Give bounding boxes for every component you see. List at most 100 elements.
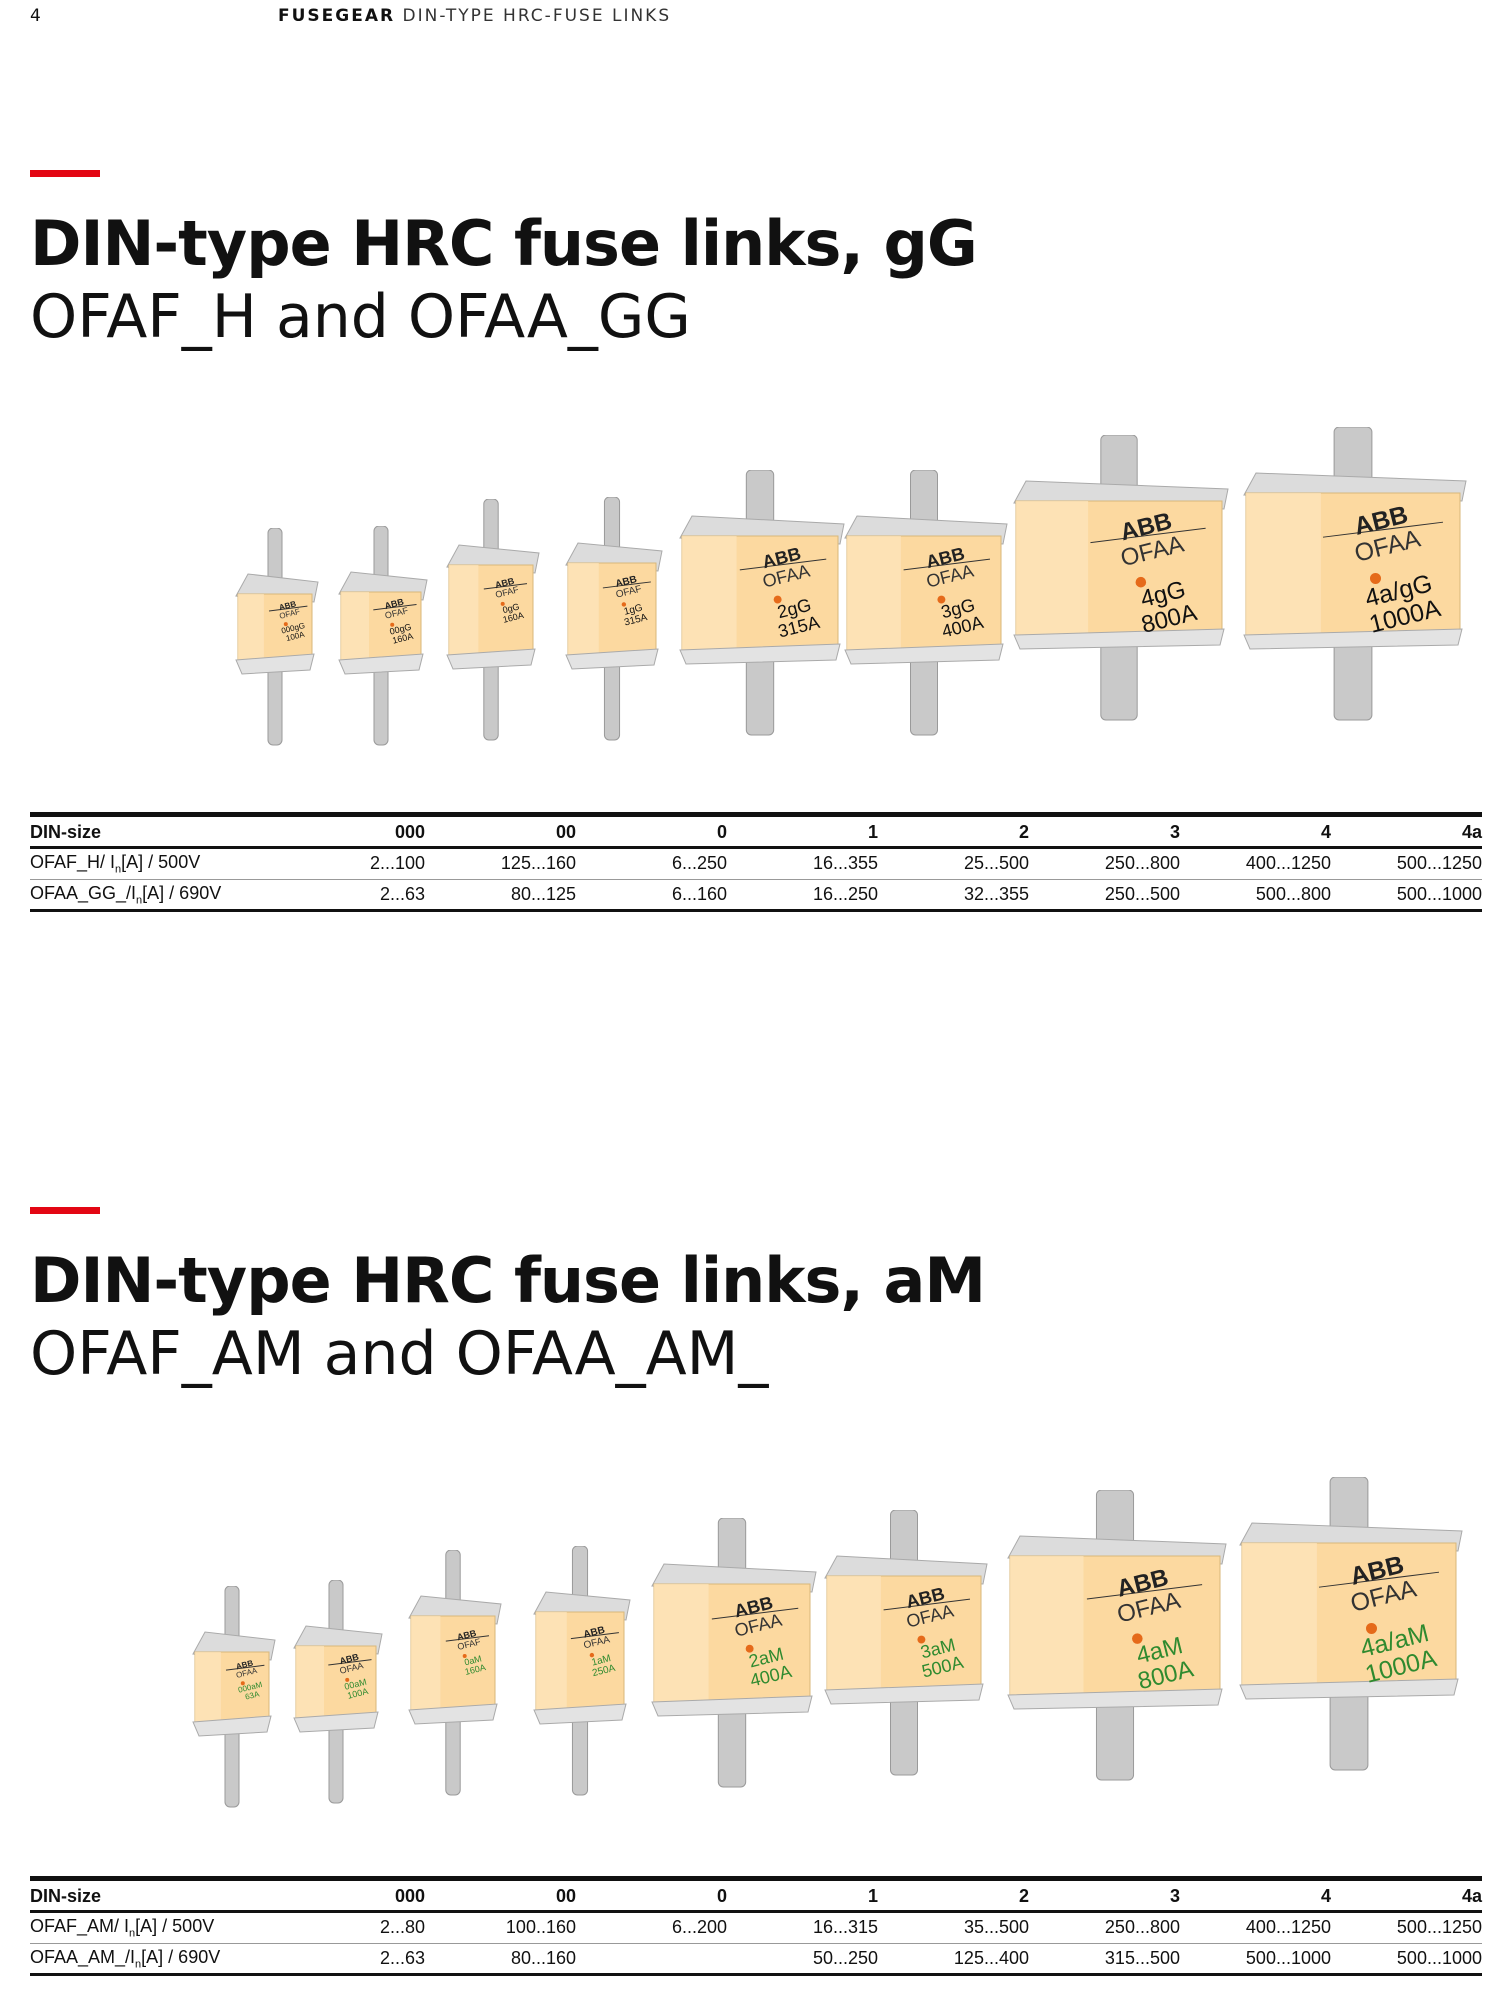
- fuse-label-brand: ABB: [582, 1625, 606, 1641]
- fuse-bottom-cap: [446, 648, 536, 670]
- table-cell: [576, 1943, 727, 1975]
- red-accent-bar: [30, 170, 100, 177]
- fuse-label-rule: [739, 558, 827, 571]
- row-label-subscript: n: [115, 863, 122, 876]
- row-label-subscript: n: [136, 894, 143, 907]
- fuse-bottom-cap: [824, 1683, 984, 1705]
- fuse-label-rule: [1322, 521, 1444, 538]
- row-label-subscript: n: [135, 1958, 142, 1971]
- fuse-label-rule: [483, 583, 528, 590]
- fuse-label-current: 160A: [464, 1662, 487, 1677]
- fuse-indicator-dot: [1370, 572, 1381, 584]
- fuse-indicator-dot: [240, 1681, 245, 1686]
- fuse-label-rule: [602, 581, 651, 589]
- column-header-size: 3: [1169, 822, 1180, 842]
- fuse-label-rule: [903, 558, 991, 571]
- running-header-title: DIN-TYPE HRC-FUSE LINKS: [402, 6, 672, 26]
- row-label-subscript: n: [129, 1927, 136, 1940]
- table-cell: 2...80: [379, 1917, 425, 1938]
- fuse-indicator-dot: [621, 602, 627, 607]
- fuse-label-rule: [225, 1664, 265, 1671]
- fuse-body-highlight: [449, 565, 479, 655]
- table-cell: 500...1000: [1245, 1947, 1331, 1968]
- table-cell: 80...160: [510, 1947, 576, 1968]
- row-label-unit: [A] / 690V: [142, 882, 222, 903]
- fuse-bottom-cap: [235, 653, 315, 675]
- table-cell: 500...1000: [1396, 883, 1482, 904]
- fuse-label-rule: [570, 1632, 619, 1640]
- table-cell: 125...400: [953, 1947, 1029, 1968]
- fuse-indicator-dot: [745, 1644, 754, 1653]
- fuse-label-rating: 0gG: [502, 601, 521, 615]
- row-label-text: OFAF_H/ I: [30, 852, 116, 872]
- table-cell: 500...800: [1255, 883, 1331, 904]
- column-header-size: 4: [1320, 1886, 1331, 1906]
- fuse-indicator-dot: [1366, 1622, 1377, 1634]
- fuse-label-current: 160A: [391, 631, 414, 646]
- fuse-indicator-dot: [589, 1652, 595, 1658]
- row-label: OFAA_GG_/In[A] / 690V: [30, 879, 274, 911]
- table-cell: 32...355: [963, 883, 1029, 904]
- fuse-body-highlight: [195, 1652, 221, 1722]
- fuse-indicator-dot: [1132, 1633, 1143, 1644]
- column-header-size: 000: [394, 822, 425, 842]
- table-cell: 500...1000: [1396, 1947, 1482, 1968]
- fuse-body-highlight: [1246, 493, 1321, 635]
- table-cell: 6...200: [671, 1917, 727, 1938]
- fuse-label-brand: ABB: [339, 1652, 361, 1667]
- fuse-indicator-dot: [1135, 576, 1147, 588]
- fuse-bottom-cap: [1239, 1678, 1459, 1700]
- column-header-size: 4: [1320, 822, 1331, 842]
- fuse-label-rule: [1318, 1571, 1440, 1588]
- table-cell: 16...250: [812, 883, 878, 904]
- fuse-bottom-cap: [679, 643, 841, 665]
- fuse-indicator-dot: [462, 1654, 467, 1658]
- fuse-bottom-cap: [1007, 1688, 1223, 1710]
- fuse-label-current: 63A: [244, 1689, 261, 1701]
- red-accent-bar: [30, 1207, 100, 1214]
- fuse-body-highlight: [238, 594, 264, 660]
- table-cell: 2...63: [379, 1947, 425, 1968]
- fuse-indicator-dot: [283, 622, 288, 627]
- row-label-text: OFAA_AM_/I: [30, 1946, 136, 1967]
- section-gg: DIN-type HRC fuse links, gG OFAF_H and O…: [30, 170, 1482, 352]
- table-cell: 500...1250: [1396, 853, 1482, 874]
- fuse-body-highlight: [568, 563, 599, 655]
- fuse-indicator-dot: [937, 595, 946, 604]
- fuse-body-highlight: [1242, 1543, 1317, 1685]
- fuse-label-brand: ABB: [494, 576, 516, 591]
- fuse-body-highlight: [341, 592, 369, 660]
- column-header-size: 2: [1018, 822, 1029, 842]
- column-header-din-size: DIN-size: [30, 822, 102, 842]
- table-cell: 25...500: [963, 853, 1029, 874]
- column-header-size: 00: [555, 822, 576, 842]
- column-header-size: 000: [394, 1886, 425, 1906]
- table-cell: 400...1250: [1245, 853, 1331, 874]
- column-header-size: 0: [716, 822, 727, 842]
- fuse-label-rule: [268, 605, 308, 612]
